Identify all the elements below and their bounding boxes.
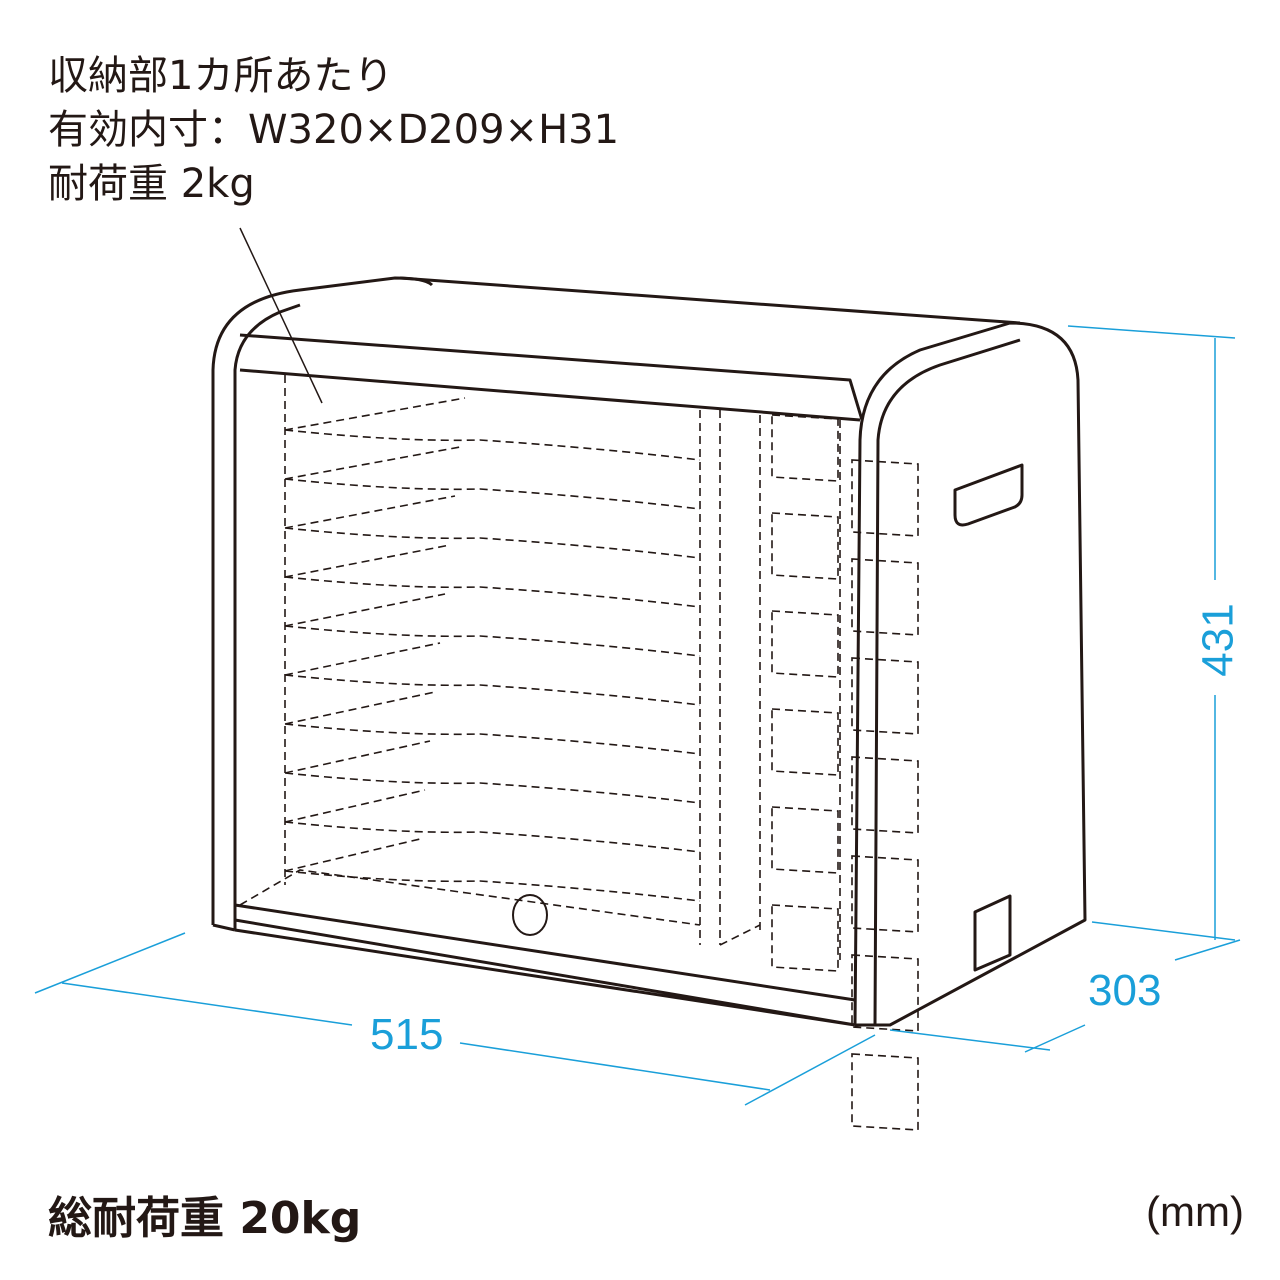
- depth-label: 303: [1088, 966, 1162, 1015]
- shelf: [284, 446, 701, 510]
- outlet-box: [771, 904, 839, 972]
- unit-label: (mm): [1146, 1188, 1244, 1235]
- shelf: [284, 642, 701, 706]
- spec-line-3: 耐荷重 2kg: [48, 161, 255, 207]
- depth-dimension-line: [889, 939, 1241, 1053]
- outlet-box: [851, 1053, 919, 1131]
- shelf: [284, 838, 701, 902]
- height-dimension-line: [1067, 325, 1236, 941]
- shelf: [284, 544, 701, 608]
- width-label: 515: [370, 1010, 444, 1059]
- shelf: [284, 593, 701, 657]
- outlet-box: [851, 855, 919, 933]
- outlet-box: [771, 512, 839, 580]
- leader-line: [239, 227, 323, 404]
- outlet-box: [851, 657, 919, 735]
- top-panel: [239, 276, 1021, 421]
- vent: [973, 894, 1012, 972]
- outlet-box: [771, 414, 839, 482]
- shelf: [284, 397, 701, 461]
- shelf: [284, 740, 701, 804]
- outlet-box: [851, 954, 919, 1032]
- outlet-box: [851, 558, 919, 636]
- left-frame: [211, 276, 861, 932]
- height-label: 431: [1193, 603, 1243, 677]
- shelf: [284, 789, 701, 853]
- handle-icon: [953, 463, 1024, 527]
- shelf: [284, 495, 701, 559]
- outlet-box: [771, 806, 839, 874]
- outlet-box: [851, 756, 919, 834]
- outlet-box: [851, 459, 919, 537]
- right-panel: [853, 321, 1087, 1027]
- bottom-edge: [234, 903, 856, 1027]
- interior-wall: [284, 375, 841, 960]
- outlet-box: [771, 708, 839, 776]
- lock-icon: [512, 894, 548, 936]
- bottom-shelf: [239, 869, 761, 946]
- spec-line-1: 収納部1カ所あたり: [48, 53, 394, 99]
- outlet-box: [771, 610, 839, 678]
- total-load: 総耐荷重 20kg: [48, 1193, 362, 1244]
- width-dimension-line: [34, 932, 876, 1106]
- shelf: [284, 691, 701, 755]
- spec-line-2: 有効内寸：W320×D209×H31: [48, 107, 620, 153]
